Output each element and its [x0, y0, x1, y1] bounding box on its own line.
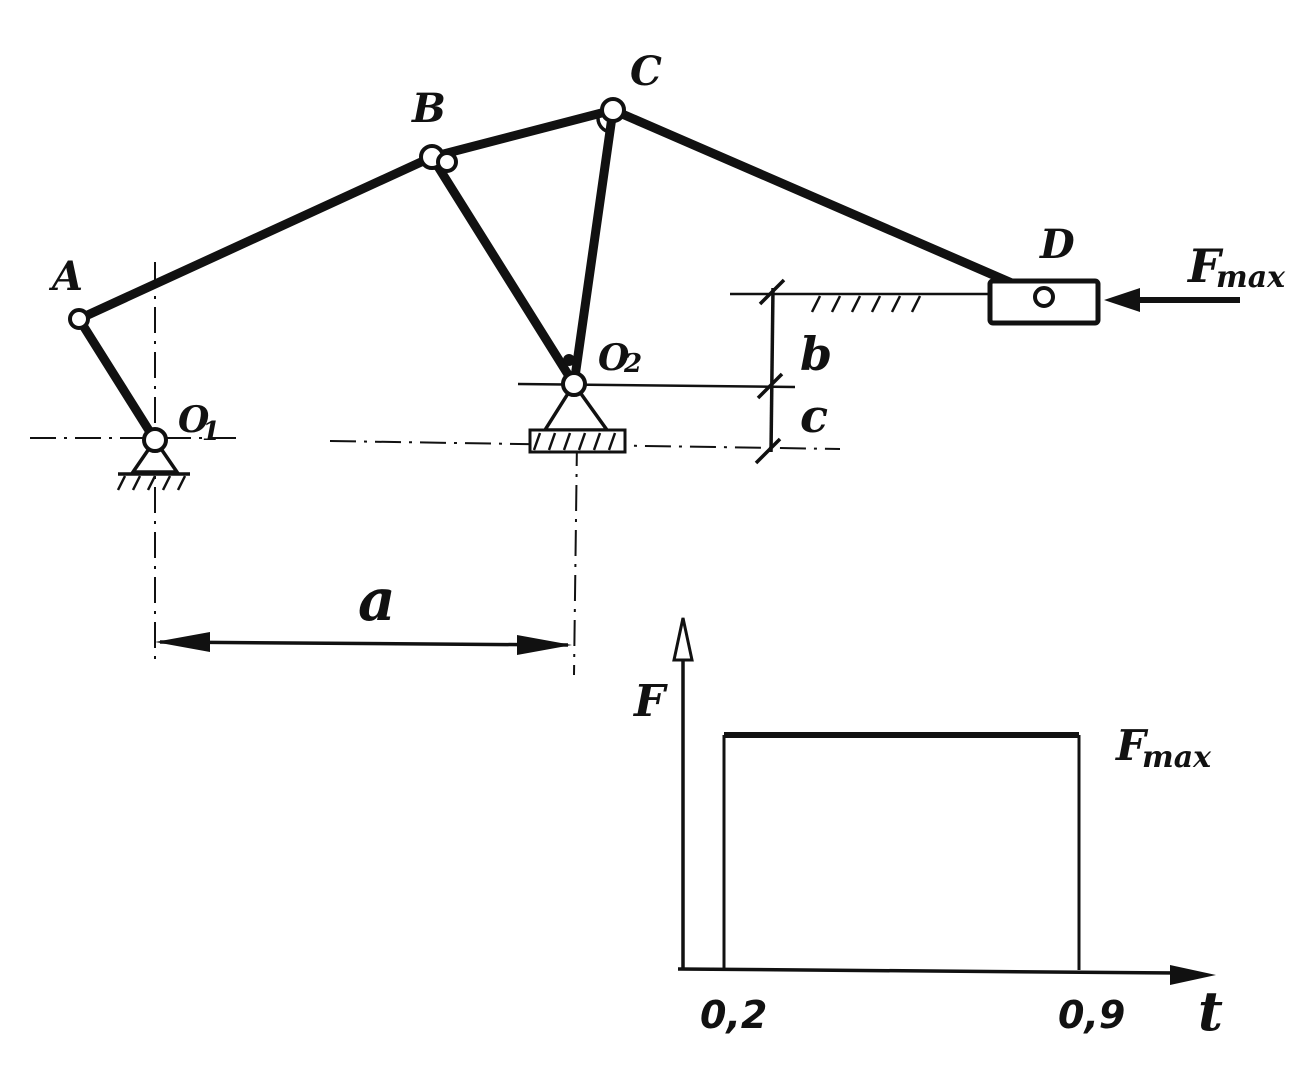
- joint-o2-marker: [563, 354, 575, 366]
- centerline-o2: [329, 440, 841, 450]
- dimension-b-c: [754, 278, 786, 465]
- graph-x-axis: [677, 967, 1181, 975]
- joint-a: [68, 308, 90, 330]
- joint-o2: [561, 371, 587, 397]
- label-dimension-c: c: [800, 389, 828, 443]
- joint-c-arc: [596, 117, 611, 134]
- label-o1-sub: 1: [202, 417, 220, 447]
- graph-tick-end: 0,9: [1058, 993, 1125, 1037]
- joint-b-secondary: [436, 151, 458, 173]
- link-o1-a: [74, 314, 160, 445]
- label-force: F: [1186, 239, 1224, 293]
- label-o2: O: [598, 337, 630, 379]
- link-b-c: [427, 105, 618, 162]
- label-b: B: [411, 85, 446, 132]
- graph-x-label: t: [1198, 979, 1223, 1043]
- support-o2: [528, 380, 627, 454]
- link-c-d: [608, 105, 1049, 302]
- label-o2-sub: 2: [623, 349, 642, 379]
- dimension-a: [155, 632, 572, 655]
- graph-level-sub: max: [1142, 740, 1212, 775]
- joint-o1: [142, 427, 168, 453]
- label-c: C: [630, 48, 662, 95]
- links: [74, 105, 1049, 445]
- force-time-graph: F t F max 0,2 0,9: [632, 617, 1223, 1043]
- graph-level-label: F: [1115, 721, 1149, 770]
- force-arrow: [1104, 288, 1240, 312]
- link-c-o2: [569, 105, 618, 389]
- joint-d: [1033, 286, 1055, 308]
- graph-y-label: F: [632, 676, 668, 727]
- label-a: A: [48, 253, 83, 300]
- graph-tick-start: 0,2: [700, 993, 767, 1037]
- label-d: D: [1039, 221, 1075, 268]
- vertical-axis-o2: [573, 439, 578, 676]
- label-force-sub: max: [1216, 260, 1286, 295]
- graph-x-arrow: [1170, 965, 1216, 985]
- joints: [68, 97, 1055, 453]
- label-dimension-a: a: [358, 566, 396, 634]
- support-o1: [116, 436, 190, 491]
- link-b-o2: [427, 152, 579, 389]
- slider-guide-hatching: [810, 295, 922, 313]
- label-dimension-b: b: [800, 327, 832, 381]
- joint-c: [600, 97, 626, 123]
- label-o1: O: [178, 399, 210, 441]
- pulse-plot: [722, 732, 1081, 970]
- link-a-b: [74, 152, 437, 324]
- extension-line-o2-level: [517, 382, 796, 389]
- graph-y-arrow: [672, 617, 694, 662]
